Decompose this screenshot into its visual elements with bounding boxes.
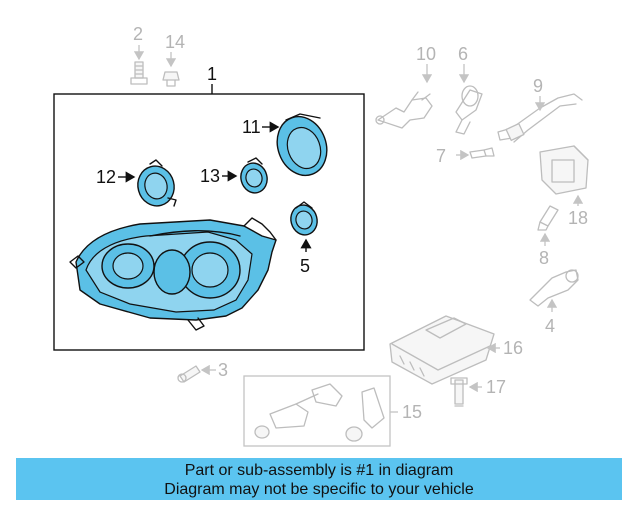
callout-12: 12 [96, 167, 116, 187]
disclaimer-line-1: Part or sub-assembly is #1 in diagram [184, 462, 454, 479]
callout-9: 9 [533, 76, 543, 96]
disclaimer-banner: Part or sub-assembly is #1 in diagram Di… [16, 458, 622, 500]
part-9-harness[interactable] [497, 93, 583, 143]
part-10-bulb[interactable] [375, 91, 433, 129]
callout-13: 13 [200, 166, 220, 186]
callout-14: 14 [165, 32, 185, 52]
part-8-bulb[interactable] [537, 205, 559, 231]
callout-15: 15 [402, 402, 422, 422]
callout-16: 16 [503, 338, 523, 358]
part-13-cap[interactable] [238, 157, 271, 196]
callout-18: 18 [568, 208, 588, 228]
disclaimer-line-2: Diagram may not be specific to your vehi… [164, 481, 474, 498]
part-6-bulb[interactable] [455, 85, 483, 135]
callout-4: 4 [545, 316, 555, 336]
part-15-bracket-kit[interactable] [254, 383, 385, 442]
callout-6: 6 [458, 44, 468, 64]
callout-10: 10 [416, 44, 436, 64]
callout-3: 3 [218, 360, 228, 380]
part-4-bulb[interactable] [529, 269, 579, 307]
callout-17: 17 [486, 377, 506, 397]
part-16-control-module[interactable] [389, 315, 495, 385]
callout-2: 2 [133, 24, 143, 44]
callout-5: 5 [300, 256, 310, 276]
callout-1: 1 [207, 64, 217, 84]
callout-7: 7 [436, 146, 446, 166]
part-18-module[interactable] [539, 145, 589, 195]
part-11-ring[interactable] [269, 110, 335, 183]
part-3-screw[interactable] [177, 365, 201, 383]
part-15-frame [243, 375, 391, 447]
part-1-headlamp-assembly[interactable] [69, 217, 277, 331]
part-7-bulb[interactable] [469, 147, 495, 159]
part-12-cap[interactable] [133, 159, 178, 210]
part-5-cap[interactable] [288, 201, 321, 238]
callout-11: 11 [242, 117, 261, 137]
assembly-1-frame [53, 93, 365, 351]
part-2-bolt[interactable] [130, 61, 148, 85]
callout-8: 8 [539, 248, 549, 268]
part-14-clip[interactable] [162, 71, 180, 87]
part-17-bolt[interactable] [450, 377, 468, 407]
